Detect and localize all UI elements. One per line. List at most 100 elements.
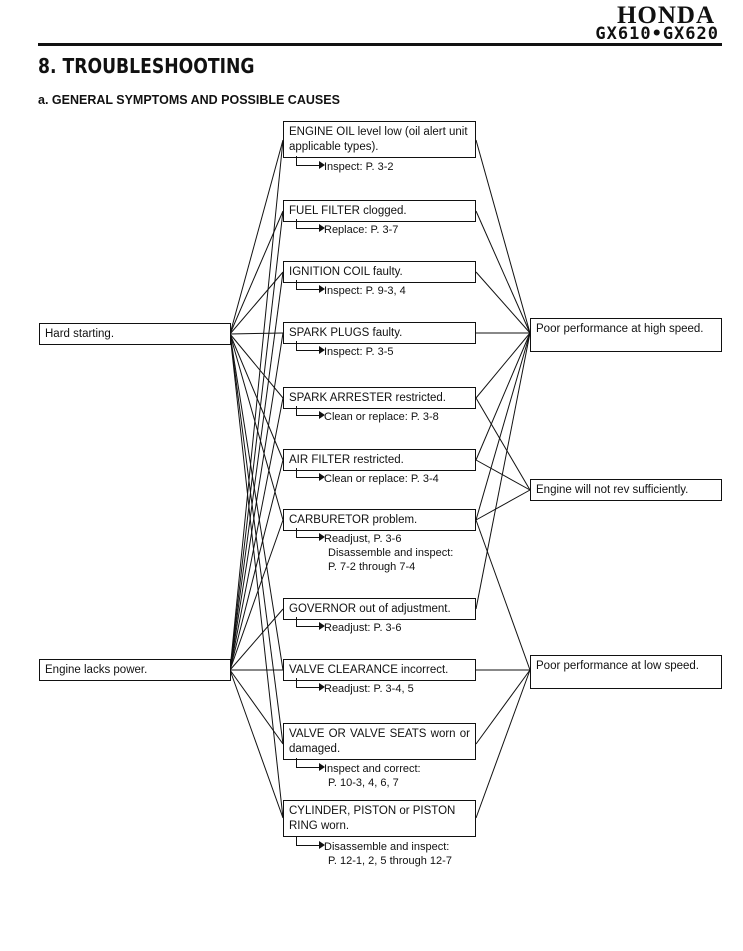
cause-engine-oil: ENGINE OIL level low (oil alert unit app… (283, 121, 476, 158)
conn-lp-10 (229, 669, 284, 745)
cause-governor: GOVERNOR out of adjustment. (283, 598, 476, 620)
action-text-more: P. 7-2 through 7-4 (328, 561, 416, 573)
conn-lp-1 (229, 139, 284, 671)
action-text: Clean or replace: P. 3-8 (324, 411, 439, 423)
action-text: Inspect: P. 9-3, 4 (324, 285, 406, 297)
model-number: GX610•GX620 (595, 24, 719, 44)
cause-ignition-coil: IGNITION COIL faulty. (283, 261, 476, 283)
header-rule (38, 43, 722, 46)
cause-fuel-filter: FUEL FILTER clogged. (283, 200, 476, 222)
arrow-icon (296, 758, 325, 771)
action-text: Inspect and correct: (324, 763, 421, 775)
cause-valve-clearance: VALVE CLEARANCE incorrect. (283, 659, 476, 681)
action-text: Inspect: P. 3-5 (324, 346, 394, 358)
conn-lp-2 (229, 210, 284, 671)
conn-lo-1 (475, 519, 531, 671)
conn-rev-1 (475, 397, 531, 491)
conn-hi-6 (475, 332, 531, 461)
cause-engine-oil-action: Inspect: P. 3-2 (296, 156, 394, 174)
cause-label: CARBURETOR problem. (289, 514, 418, 526)
conn-lo-3 (475, 669, 531, 745)
symptom-not-rev: Engine will not rev sufficiently. (530, 479, 722, 501)
conn-rev-2 (475, 459, 531, 491)
conn-hs-2 (229, 210, 284, 335)
action-text: Inspect: P. 3-2 (324, 161, 394, 173)
cause-label: CYLINDER, PISTON or PISTON RING worn. (289, 805, 456, 832)
conn-lp-7 (229, 519, 284, 671)
conn-hi-2 (475, 210, 531, 334)
cause-spark-arrester: SPARK ARRESTER restricted. (283, 387, 476, 409)
action-text-more: Disassemble and inspect: (328, 547, 454, 559)
cause-air-filter-action: Clean or replace: P. 3-4 (296, 468, 439, 486)
symptom-label: Hard starting. (45, 328, 115, 340)
action-text: Disassemble and inspect: (324, 841, 450, 853)
cause-label: ENGINE OIL level low (oil alert unit app… (289, 126, 468, 153)
symptom-label: Poor performance at low speed. (536, 660, 700, 672)
conn-lp-8 (229, 608, 284, 671)
conn-hs-3 (229, 271, 284, 335)
cause-label: IGNITION COIL faulty. (289, 266, 403, 278)
conn-hs-4 (229, 332, 284, 335)
conn-hi-8 (475, 332, 531, 610)
cause-valve-clearance-action: Readjust: P. 3-4, 5 (296, 678, 414, 696)
conn-rev-3 (475, 489, 531, 521)
symptom-hard-starting: Hard starting. (39, 323, 231, 345)
arrow-icon (296, 280, 325, 293)
section-title: 8. TROUBLESHOOTING (38, 54, 255, 78)
action-text: Readjust, P. 3-6 (324, 533, 402, 545)
arrow-icon (296, 836, 325, 849)
cause-spark-plugs-action: Inspect: P. 3-5 (296, 341, 394, 359)
conn-hs-5 (229, 333, 284, 399)
arrow-icon (296, 468, 325, 481)
action-text: Replace: P. 3-7 (324, 224, 399, 236)
conn-hs-9 (229, 333, 284, 745)
action-text-more: P. 10-3, 4, 6, 7 (328, 777, 399, 789)
action-text: Readjust: P. 3-4, 5 (324, 683, 414, 695)
cause-fuel-filter-action: Replace: P. 3-7 (296, 219, 399, 237)
cause-valve-seats-action: Inspect and correct: P. 10-3, 4, 6, 7 (296, 758, 421, 790)
cause-label: SPARK ARRESTER restricted. (289, 392, 446, 404)
arrow-icon (296, 156, 325, 169)
symptom-label: Engine will not rev sufficiently. (536, 484, 689, 496)
symptom-poor-low-speed: Poor performance at low speed. (530, 655, 722, 689)
section-subtitle: a. GENERAL SYMPTOMS AND POSSIBLE CAUSES (38, 93, 340, 107)
conn-hi-7 (475, 332, 531, 521)
cause-label: VALVE CLEARANCE incorrect. (289, 664, 449, 676)
conn-lp-5 (229, 397, 284, 671)
cause-label: VALVE OR VALVE SEATS worn or damaged. (289, 728, 470, 755)
cause-label: FUEL FILTER clogged. (289, 205, 407, 217)
arrow-icon (296, 341, 325, 354)
cause-carburetor: CARBURETOR problem. (283, 509, 476, 531)
cause-cylinder-piston-action: Disassemble and inspect: P. 12-1, 2, 5 t… (296, 836, 452, 868)
conn-lp-4 (229, 332, 284, 671)
symptom-poor-high-speed: Poor performance at high speed. (530, 318, 722, 352)
conn-hi-3 (475, 271, 531, 334)
cause-label: SPARK PLUGS faulty. (289, 327, 403, 339)
conn-lp-11 (229, 669, 284, 819)
cause-carburetor-action: Readjust, P. 3-6 Disassemble and inspect… (296, 528, 454, 574)
conn-hs-7 (229, 333, 284, 521)
arrow-icon (296, 406, 325, 419)
cause-ignition-coil-action: Inspect: P. 9-3, 4 (296, 280, 406, 298)
cause-spark-arrester-action: Clean or replace: P. 3-8 (296, 406, 439, 424)
arrow-icon (296, 219, 325, 232)
cause-cylinder-piston: CYLINDER, PISTON or PISTON RING worn. (283, 800, 476, 837)
cause-valve-seats: VALVE OR VALVE SEATS worn or damaged. (283, 723, 476, 760)
action-text: Readjust: P. 3-6 (324, 622, 402, 634)
conn-hs-6 (229, 333, 284, 461)
conn-lo-4 (475, 669, 531, 819)
conn-hi-5 (475, 332, 531, 399)
symptom-label: Engine lacks power. (45, 664, 148, 676)
action-text: Clean or replace: P. 3-4 (324, 473, 439, 485)
cause-label: GOVERNOR out of adjustment. (289, 603, 451, 615)
conn-lp-3 (229, 271, 284, 671)
action-text-more: P. 12-1, 2, 5 through 12-7 (328, 855, 452, 867)
conn-hs-1 (229, 139, 284, 335)
cause-label: AIR FILTER restricted. (289, 454, 404, 466)
symptom-label: Poor performance at high speed. (536, 323, 704, 335)
cause-air-filter: AIR FILTER restricted. (283, 449, 476, 471)
arrow-icon (296, 617, 325, 630)
arrow-icon (296, 528, 325, 541)
conn-lp-6 (229, 459, 284, 671)
